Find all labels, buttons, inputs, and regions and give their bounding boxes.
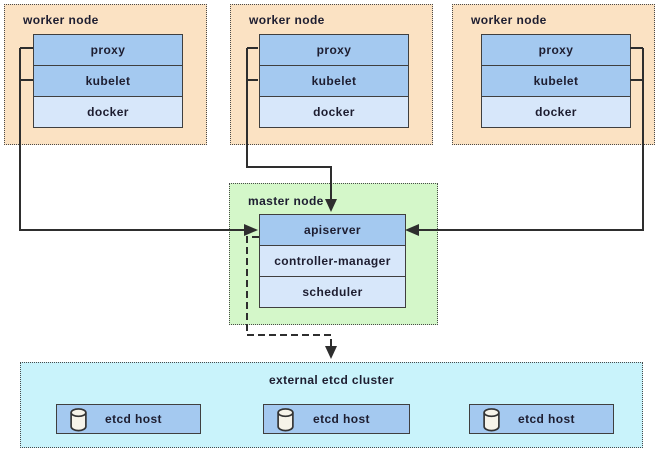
component-docker: docker: [481, 96, 631, 128]
etcd-host-1: etcd host: [56, 404, 201, 434]
component-proxy: proxy: [259, 34, 409, 66]
worker-node-3-title: worker node: [471, 13, 547, 27]
master-node-title: master node: [248, 194, 324, 208]
worker-node-2: worker node proxy kubelet docker: [230, 4, 433, 145]
etcd-host-label: etcd host: [518, 412, 575, 426]
component-apiserver: apiserver: [259, 214, 406, 246]
worker-node-2-stack: proxy kubelet docker: [259, 34, 409, 128]
component-docker: docker: [259, 96, 409, 128]
etcd-host-3: etcd host: [469, 404, 614, 434]
etcd-host-2: etcd host: [263, 404, 410, 434]
etcd-host-label: etcd host: [105, 412, 162, 426]
worker-node-1-stack: proxy kubelet docker: [33, 34, 183, 128]
worker-node-3-stack: proxy kubelet docker: [481, 34, 631, 128]
worker-node-2-title: worker node: [249, 13, 325, 27]
worker-node-1: worker node proxy kubelet docker: [4, 4, 207, 145]
worker-node-3: worker node proxy kubelet docker: [452, 4, 655, 145]
component-scheduler: scheduler: [259, 276, 406, 308]
component-proxy: proxy: [481, 34, 631, 66]
worker-node-1-title: worker node: [23, 13, 99, 27]
component-controller-manager: controller-manager: [259, 245, 406, 277]
component-kubelet: kubelet: [33, 65, 183, 97]
arrowhead-into-etcd-cluster: [325, 346, 337, 359]
database-cylinder-icon: [70, 408, 87, 432]
master-node: master node apiserver controller-manager…: [229, 183, 438, 325]
etcd-host-label: etcd host: [313, 412, 370, 426]
component-kubelet: kubelet: [481, 65, 631, 97]
etcd-cluster-title: external etcd cluster: [268, 373, 395, 387]
component-kubelet: kubelet: [259, 65, 409, 97]
master-node-stack: apiserver controller-manager scheduler: [259, 214, 406, 308]
etcd-cluster: external etcd cluster etcd host etcd hos…: [20, 362, 643, 448]
component-proxy: proxy: [33, 34, 183, 66]
database-cylinder-icon: [277, 408, 294, 432]
component-docker: docker: [33, 96, 183, 128]
database-cylinder-icon: [483, 408, 500, 432]
